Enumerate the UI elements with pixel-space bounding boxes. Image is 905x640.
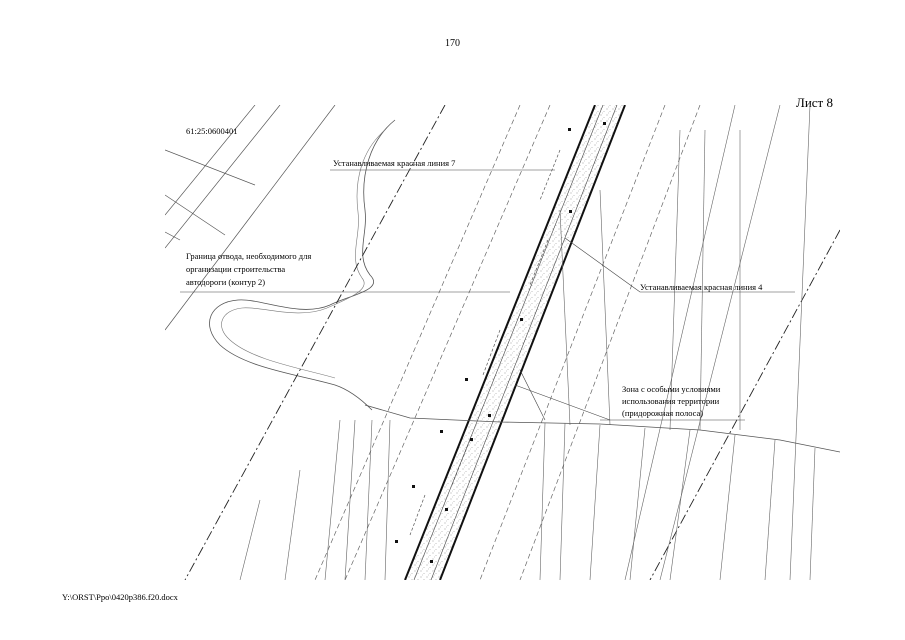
parcel-boundaries-right bbox=[559, 105, 811, 580]
red-line-4-label: Устанавливаемая красная линия 4 bbox=[640, 282, 763, 292]
road-corridor-fill bbox=[405, 105, 625, 580]
zone-label-line1: Зона с особыми условиями bbox=[622, 384, 721, 394]
leader-lines bbox=[180, 169, 795, 421]
lower-strips bbox=[239, 419, 816, 580]
boundary-label-line3: автодороги (контур 2) bbox=[186, 277, 265, 287]
boundary-label-line2: организации строительства bbox=[186, 264, 285, 274]
zone-label-line2: использования территории bbox=[622, 396, 720, 406]
survey-markers bbox=[395, 122, 606, 563]
river-bank-inner bbox=[221, 129, 386, 379]
zone-label-line3: (придорожная полоса) bbox=[622, 408, 703, 418]
corridor-dashes bbox=[409, 149, 561, 536]
allotment-boundary-left bbox=[184, 105, 446, 580]
red-lines bbox=[404, 105, 626, 580]
roadside-zone-lines bbox=[314, 105, 701, 580]
boundary-label-line1: Граница отвода, необходимого для bbox=[186, 251, 311, 261]
map-content bbox=[165, 105, 840, 580]
footer-file-path: Y:\ORST\Ppo\0420p386.f20.docx bbox=[62, 592, 178, 602]
road-edges bbox=[413, 105, 618, 580]
page-number: 170 bbox=[445, 38, 460, 49]
allotment-boundary-right bbox=[649, 229, 840, 580]
parcel-boundaries-left bbox=[165, 105, 336, 331]
parcel-code-label: 61:25:0600401 bbox=[186, 126, 237, 136]
sheet-label: Лист 8 bbox=[796, 95, 833, 110]
lower-boundary bbox=[364, 404, 840, 453]
river-bank-outer bbox=[209, 119, 396, 411]
red-line-7-label: Устанавливаемая красная линия 7 bbox=[333, 158, 455, 168]
